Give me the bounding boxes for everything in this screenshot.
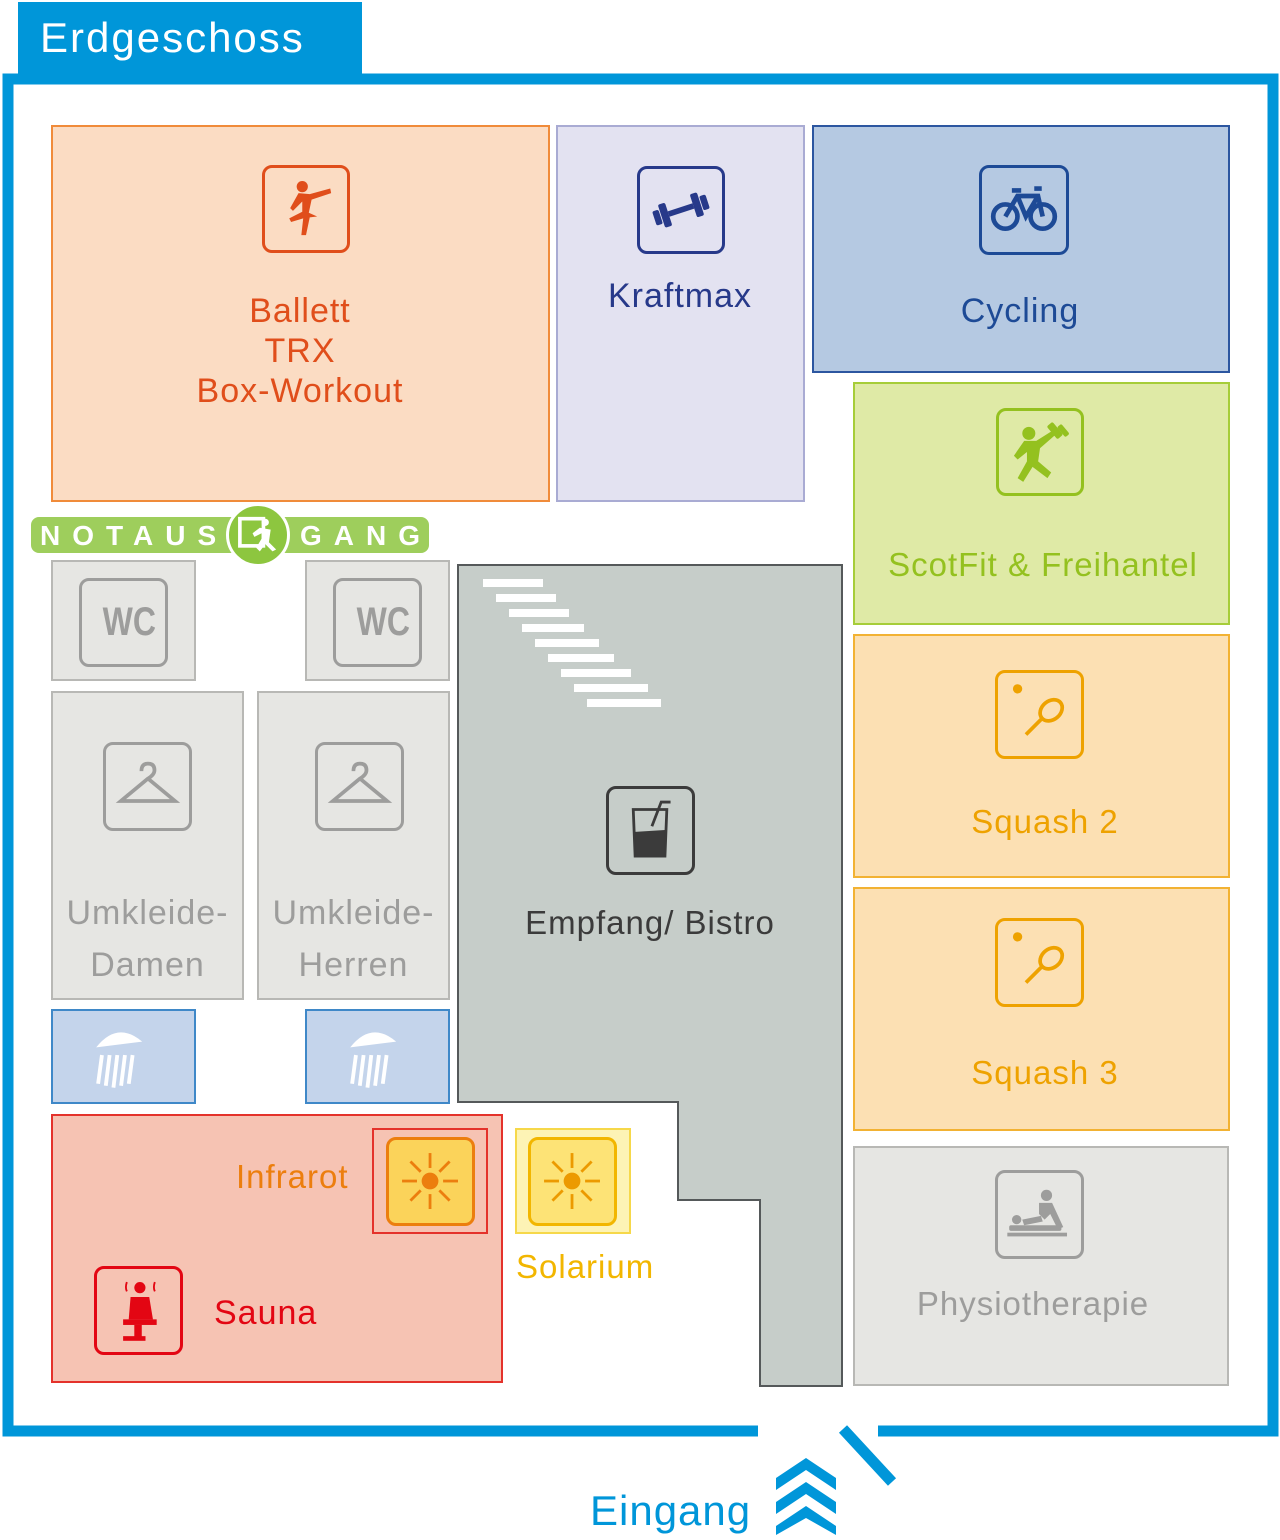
shower-damen xyxy=(51,1009,196,1104)
room-sauna-label: Sauna xyxy=(214,1294,318,1332)
room-physiotherapie[interactable] xyxy=(853,1146,1229,1386)
room-scotfit-label: ScotFit & Freihantel xyxy=(888,546,1198,583)
room-squash-3[interactable] xyxy=(853,887,1230,1131)
umkleide-herren-line-1: Umkleide- xyxy=(272,894,435,932)
room-ballett-line-3: Box-Workout xyxy=(196,372,404,410)
floor-title-tab xyxy=(18,2,362,80)
stairs-icon xyxy=(483,579,661,707)
floor-title: Erdgeschoss xyxy=(40,14,305,61)
room-squash-3-label: Squash 3 xyxy=(971,1054,1119,1091)
room-kraftmax-label: Kraftmax xyxy=(607,277,753,315)
room-cycling-label: Cycling xyxy=(960,292,1080,330)
umkleide-damen-line-2: Damen xyxy=(90,946,205,984)
squash-icon xyxy=(995,918,1084,1007)
sun-icon xyxy=(386,1137,475,1226)
entrance-arrow-icon xyxy=(776,1458,836,1535)
room-kraftmax[interactable] xyxy=(556,125,805,502)
shower-herren xyxy=(305,1009,450,1104)
hanger-icon xyxy=(103,742,192,831)
emergency-exit-text-right: GANG xyxy=(300,520,432,551)
entrance-label: Eingang xyxy=(590,1487,752,1534)
weightlifter-icon xyxy=(996,408,1084,496)
room-squash-2-label: Squash 2 xyxy=(971,803,1119,840)
room-scotfit[interactable] xyxy=(853,382,1230,625)
wc-2-label: WC xyxy=(356,600,410,644)
massage-icon xyxy=(995,1170,1084,1259)
dance-icon xyxy=(262,165,350,253)
room-ballett-line-1: Ballett xyxy=(249,292,351,330)
room-ballett-line-2: TRX xyxy=(264,332,336,370)
bicycle-icon xyxy=(979,165,1069,255)
room-physiotherapie-label: Physiotherapie xyxy=(916,1285,1150,1322)
wc-icon xyxy=(333,578,422,667)
dumbbell-icon xyxy=(637,166,725,254)
room-empfang-bistro-label: Empfang/ Bistro xyxy=(525,904,775,941)
umkleide-herren-line-2: Herren xyxy=(298,946,409,984)
drink-icon xyxy=(606,786,695,875)
shower-icon xyxy=(350,1032,397,1088)
shower-icon xyxy=(96,1032,143,1088)
wc-1-label: WC xyxy=(102,600,156,644)
umkleide-damen-line-1: Umkleide- xyxy=(66,894,229,932)
squash-icon xyxy=(995,670,1084,759)
emergency-exit-icon xyxy=(226,503,290,567)
wc-icon xyxy=(79,578,168,667)
hanger-icon xyxy=(315,742,404,831)
emergency-exit-text-left: NOTAUS xyxy=(40,520,229,551)
sauna-icon xyxy=(94,1266,183,1355)
room-infrarot-label: Infrarot xyxy=(236,1158,349,1195)
sun-icon xyxy=(528,1137,617,1226)
room-solarium-label: Solarium xyxy=(516,1248,655,1285)
